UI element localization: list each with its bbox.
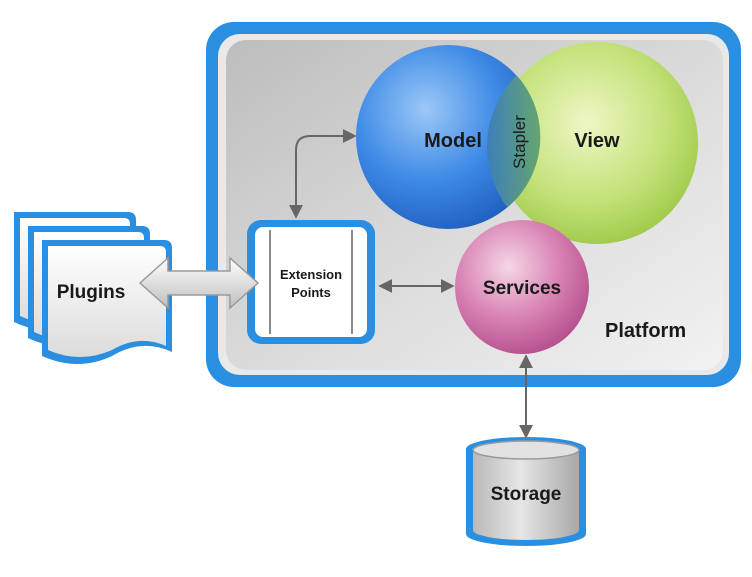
plugins-document-front xyxy=(42,240,172,364)
stapler-overlap xyxy=(487,75,541,208)
storage-label: Storage xyxy=(491,484,562,505)
view-label: View xyxy=(574,130,620,152)
extension-model-arrow xyxy=(289,129,357,219)
extension-points-line2: Points xyxy=(291,285,331,300)
storage-cylinder xyxy=(466,437,586,546)
extension-points-box xyxy=(247,220,375,344)
platform-label: Platform xyxy=(605,320,686,342)
model-label: Model xyxy=(424,130,482,152)
stapler-label: Stapler xyxy=(510,115,529,169)
extension-points-line1: Extension xyxy=(280,267,342,282)
view-circle xyxy=(496,42,698,244)
plugins-label: Plugins xyxy=(57,282,126,303)
services-label: Services xyxy=(483,278,561,299)
plugins-stack xyxy=(14,212,172,364)
plugins-extension-arrow xyxy=(138,256,260,310)
services-circle xyxy=(455,220,589,354)
